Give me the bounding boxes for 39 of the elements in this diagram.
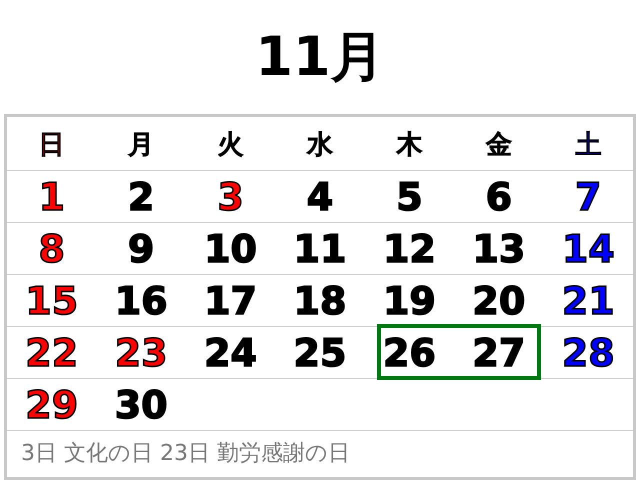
date-number: 9	[128, 230, 154, 268]
date-number: 26	[382, 334, 436, 372]
date-number: 24	[204, 334, 257, 372]
date-number: 3	[217, 178, 244, 216]
date-number: 25	[294, 334, 346, 372]
date-number: 12	[382, 230, 436, 268]
date-number: 21	[562, 282, 615, 320]
date-number: 27	[472, 334, 526, 372]
date-number: 22	[25, 334, 78, 372]
date-number: 10	[204, 230, 257, 268]
weekday-header: 土	[575, 132, 602, 158]
weekday-header: 火	[218, 132, 244, 158]
date-number: 23	[114, 334, 168, 372]
date-number: 19	[382, 282, 436, 320]
date-number: 4	[306, 178, 334, 216]
date-number: 20	[472, 282, 526, 320]
weekday-header: 金	[486, 132, 512, 158]
date-number: 8	[38, 230, 65, 268]
date-number: 17	[204, 282, 257, 320]
date-number: 18	[294, 282, 346, 320]
date-number: 29	[25, 386, 78, 424]
weekday-header: 日	[38, 132, 65, 158]
calendar-title: 11月	[255, 24, 385, 90]
date-number: 14	[562, 230, 615, 268]
date-number: 2	[128, 178, 154, 216]
date-number: 16	[114, 282, 168, 320]
date-number: 30	[114, 386, 168, 424]
date-number: 11	[294, 230, 346, 268]
date-number: 7	[575, 178, 602, 216]
date-number: 1	[38, 178, 65, 216]
date-number: 5	[396, 178, 423, 216]
weekday-header: 月	[128, 132, 154, 158]
date-number: 28	[562, 334, 615, 372]
weekday-header: 木	[396, 132, 422, 158]
holiday-note: 3日 文化の日 23日 勤労感謝の日	[21, 443, 350, 465]
date-number: 13	[472, 230, 526, 268]
weekday-header: 水	[307, 132, 333, 158]
date-number: 15	[25, 282, 78, 320]
date-number: 6	[486, 178, 512, 216]
